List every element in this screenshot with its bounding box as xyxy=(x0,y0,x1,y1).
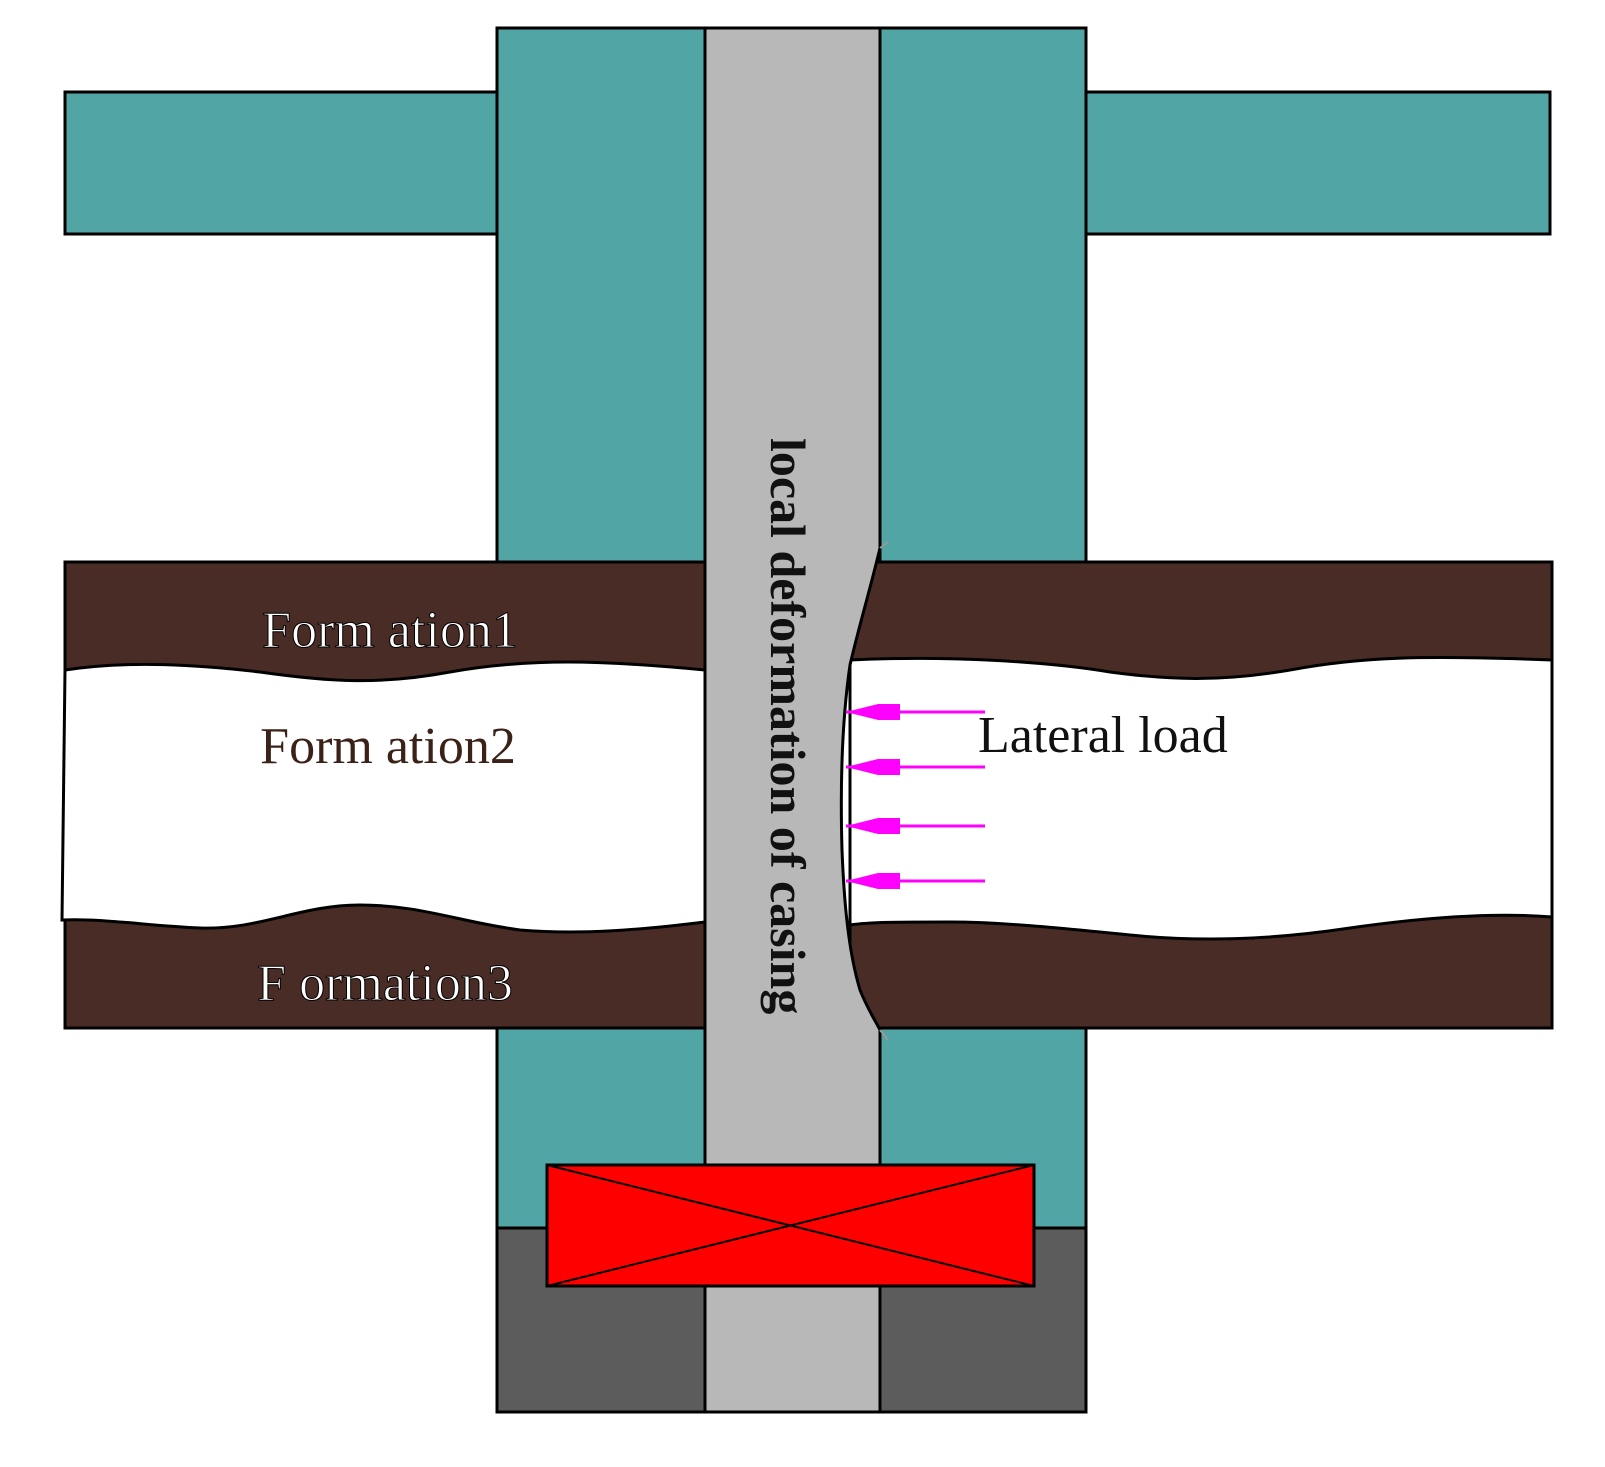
casing-deformation-tick-top xyxy=(879,541,889,549)
formation3-label: F ormation3 xyxy=(257,955,513,1012)
casing-deformation-tick-bottom xyxy=(879,1029,889,1041)
packer-cross-box-icon xyxy=(545,1163,1036,1288)
arrow-tip xyxy=(846,873,878,889)
lateral-load-arrows xyxy=(846,704,985,889)
formation2-label: Form ation2 xyxy=(260,718,516,775)
arrow-marker xyxy=(878,818,900,834)
arrow-tip xyxy=(846,759,878,775)
right-formation2-band xyxy=(848,655,1554,941)
left-formation2-band xyxy=(60,660,707,934)
arrow-marker xyxy=(878,873,900,889)
arrow-marker xyxy=(878,759,900,775)
casing xyxy=(703,26,882,1414)
arrow-tip xyxy=(846,704,878,720)
lateral-load-label: Lateral load xyxy=(978,707,1228,764)
packer-diagonal-2 xyxy=(546,1164,1035,1287)
casing-deformation-label: local deformation of casing xyxy=(760,438,816,1014)
arrow-marker xyxy=(878,704,900,720)
formation1-label: Form ation1 xyxy=(262,602,518,659)
arrow-tip xyxy=(846,818,878,834)
